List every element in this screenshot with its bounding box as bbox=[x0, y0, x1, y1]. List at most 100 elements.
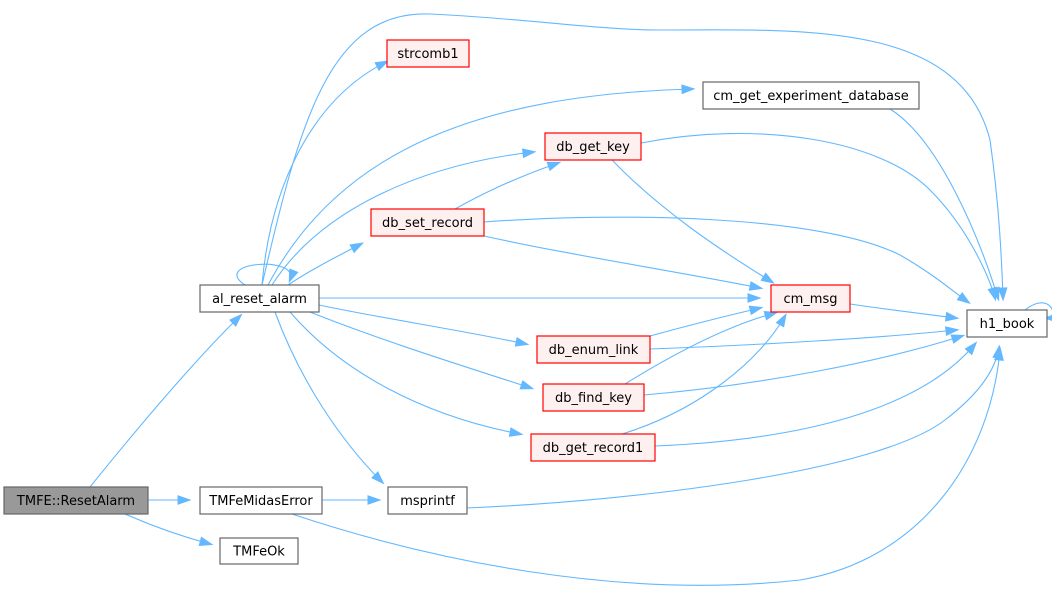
edge-db_get_record1-to-cm_msg bbox=[621, 315, 786, 435]
arrowhead-msprintf-to-h1_book bbox=[992, 344, 1002, 360]
arrowhead-db_find_key-to-h1_book bbox=[950, 334, 966, 344]
node-box-strcomb1 bbox=[386, 39, 470, 68]
node-box-tmfemidaserror bbox=[199, 486, 323, 515]
node-box-al_reset_alarm bbox=[199, 284, 320, 313]
edge-al_reset_alarm-to-db_enum_link bbox=[318, 304, 527, 345]
node-db_get_key[interactable]: db_get_key bbox=[544, 132, 642, 161]
edge-db_set_record-to-db_get_key bbox=[454, 162, 559, 210]
arrowhead-db_set_record-to-db_get_key bbox=[546, 161, 562, 172]
arrowhead-tmfe_resetalarm-to-tmfeok bbox=[198, 536, 214, 547]
node-db_find_key[interactable]: db_find_key bbox=[542, 383, 645, 412]
node-label-db_set_record: db_set_record bbox=[382, 216, 473, 231]
node-db_get_record1[interactable]: db_get_record1 bbox=[530, 433, 656, 462]
node-box-tmfeok bbox=[219, 537, 299, 565]
node-db_enum_link[interactable]: db_enum_link bbox=[536, 335, 651, 364]
node-label-tmfe_resetalarm: TMFE::ResetAlarm bbox=[16, 494, 135, 509]
node-label-cm_msg: cm_msg bbox=[784, 292, 838, 307]
node-tmfe_resetalarm[interactable]: TMFE::ResetAlarm bbox=[3, 486, 149, 515]
node-db_set_record[interactable]: db_set_record bbox=[370, 208, 485, 237]
edge-tmfe_resetalarm-to-tmfeok bbox=[124, 513, 211, 545]
edge-al_reset_alarm-to-strcomb1 bbox=[261, 61, 387, 286]
edge-db_get_key-to-cm_msg bbox=[611, 159, 773, 283]
node-box-db_enum_link bbox=[536, 335, 651, 364]
arrowhead-al_reset_alarm-to-cm_get_experiment_database bbox=[681, 84, 696, 95]
node-tmfeok[interactable]: TMFeOk bbox=[219, 537, 299, 565]
node-box-cm_get_experiment_database bbox=[702, 81, 920, 110]
arrowhead-al_reset_alarm-to-strcomb1 bbox=[374, 60, 390, 72]
node-label-msprintf: msprintf bbox=[400, 494, 455, 509]
edge-db_enum_link-to-cm_msg bbox=[649, 307, 761, 337]
node-label-db_get_key: db_get_key bbox=[556, 140, 630, 155]
node-label-al_reset_alarm: al_reset_alarm bbox=[212, 292, 307, 307]
arrowhead-db_enum_link-to-cm_msg bbox=[748, 305, 764, 316]
node-h1_book[interactable]: h1_book bbox=[966, 309, 1048, 338]
node-label-db_get_record1: db_get_record1 bbox=[543, 441, 644, 456]
arrowhead-db_get_record1-to-cm_msg bbox=[775, 312, 787, 328]
node-msprintf[interactable]: msprintf bbox=[387, 486, 468, 515]
node-box-db_find_key bbox=[542, 383, 645, 412]
edge-tmfe_resetalarm-to-al_reset_alarm bbox=[89, 315, 241, 488]
edge-db_find_key-to-h1_book bbox=[643, 335, 963, 396]
arrowhead-al_reset_alarm-to-db_get_record1 bbox=[508, 427, 524, 437]
arrowhead-al_reset_alarm-to-db_find_key bbox=[519, 380, 535, 390]
arrowhead-al_reset_alarm-to-db_set_record bbox=[349, 242, 365, 254]
node-tmfemidaserror[interactable]: TMFeMidasError bbox=[199, 486, 323, 515]
arrowhead-al_reset_alarm-to-msprintf bbox=[371, 471, 385, 485]
arrowhead-cm_msg-to-h1_book bbox=[944, 311, 960, 322]
edge-db_set_record-to-cm_msg bbox=[483, 235, 761, 289]
node-label-db_find_key: db_find_key bbox=[555, 391, 632, 406]
edge-cm_msg-to-h1_book bbox=[849, 303, 957, 319]
edge-tmfemidaserror-to-h1_book bbox=[291, 349, 1001, 586]
arrowhead-db_find_key-to-cm_msg bbox=[763, 310, 779, 321]
edge-al_reset_alarm-to-db_find_key bbox=[309, 311, 532, 389]
edge-db_get_key-to-h1_book bbox=[640, 132, 996, 299]
node-box-h1_book bbox=[966, 309, 1048, 338]
node-al_reset_alarm[interactable]: al_reset_alarm bbox=[199, 284, 320, 313]
node-label-cm_get_experiment_database: cm_get_experiment_database bbox=[713, 89, 909, 104]
node-cm_msg[interactable]: cm_msg bbox=[770, 284, 851, 313]
arrowhead-al_reset_alarm-to-cm_msg bbox=[747, 293, 762, 303]
edge-al_reset_alarm-to-cm_get_experiment_database bbox=[267, 88, 693, 286]
edge-msprintf-to-h1_book bbox=[466, 347, 1000, 509]
arrowhead-tmfe_resetalarm-to-al_reset_alarm bbox=[229, 313, 243, 327]
edges-layer bbox=[89, 13, 1052, 586]
edge-al_reset_alarm-to-db_get_record1 bbox=[289, 311, 521, 435]
node-box-db_set_record bbox=[370, 208, 485, 237]
node-label-strcomb1: strcomb1 bbox=[397, 47, 458, 62]
arrowhead-al_reset_alarm-to-db_get_key bbox=[522, 148, 537, 159]
edge-al_reset_alarm-to-msprintf bbox=[274, 311, 383, 483]
nodes-layer: TMFE::ResetAlarm al_reset_alarmTMFeMidasE… bbox=[3, 39, 1048, 565]
node-cm_get_experiment_database[interactable]: cm_get_experiment_database bbox=[702, 81, 920, 110]
arrowhead-db_get_key-to-h1_book bbox=[987, 286, 997, 302]
edge-db_set_record-to-h1_book bbox=[483, 216, 969, 303]
arrowhead-db_enum_link-to-h1_book bbox=[945, 326, 960, 336]
node-box-db_get_key bbox=[544, 132, 642, 161]
node-box-tmfe_resetalarm bbox=[3, 486, 149, 515]
arrowhead-db_set_record-to-cm_msg bbox=[748, 281, 764, 291]
node-label-h1_book: h1_book bbox=[980, 317, 1035, 332]
arrowhead-db_get_key-to-cm_msg bbox=[760, 272, 775, 284]
node-box-msprintf bbox=[387, 486, 468, 515]
edge-db_find_key-to-cm_msg bbox=[624, 312, 776, 385]
arrowhead-db_get_record1-to-h1_book bbox=[964, 341, 978, 356]
edge-cm_get_experiment_database-to-h1_book bbox=[889, 108, 999, 299]
node-label-tmfeok: TMFeOk bbox=[232, 545, 285, 560]
arrowhead-db_set_record-to-h1_book bbox=[956, 291, 971, 304]
edge-al_reset_alarm-to-db_get_key bbox=[271, 151, 534, 286]
node-strcomb1[interactable]: strcomb1 bbox=[386, 39, 470, 68]
arrowhead-h1_book-to-h1_book bbox=[1043, 315, 1052, 321]
arrowhead-al_reset_alarm-to-db_enum_link bbox=[514, 337, 530, 347]
arrowhead-al_reset_alarm-to-al_reset_alarm bbox=[288, 268, 299, 284]
node-label-db_enum_link: db_enum_link bbox=[549, 343, 639, 358]
arrowhead-tmfe_resetalarm-to-tmfemidaserror bbox=[177, 495, 192, 505]
edge-db_get_record1-to-h1_book bbox=[654, 343, 976, 447]
arrowhead-tmfemidaserror-to-msprintf bbox=[367, 495, 382, 505]
node-box-db_get_record1 bbox=[530, 433, 656, 462]
node-box-cm_msg bbox=[770, 284, 851, 313]
arrowhead-al_reset_alarm-to-h1_book bbox=[997, 287, 1008, 302]
edge-al_reset_alarm-to-h1_book bbox=[261, 13, 1004, 299]
node-label-tmfemidaserror: TMFeMidasError bbox=[208, 494, 313, 509]
edge-db_enum_link-to-h1_book bbox=[649, 329, 957, 350]
edge-al_reset_alarm-to-db_set_record bbox=[287, 243, 362, 286]
